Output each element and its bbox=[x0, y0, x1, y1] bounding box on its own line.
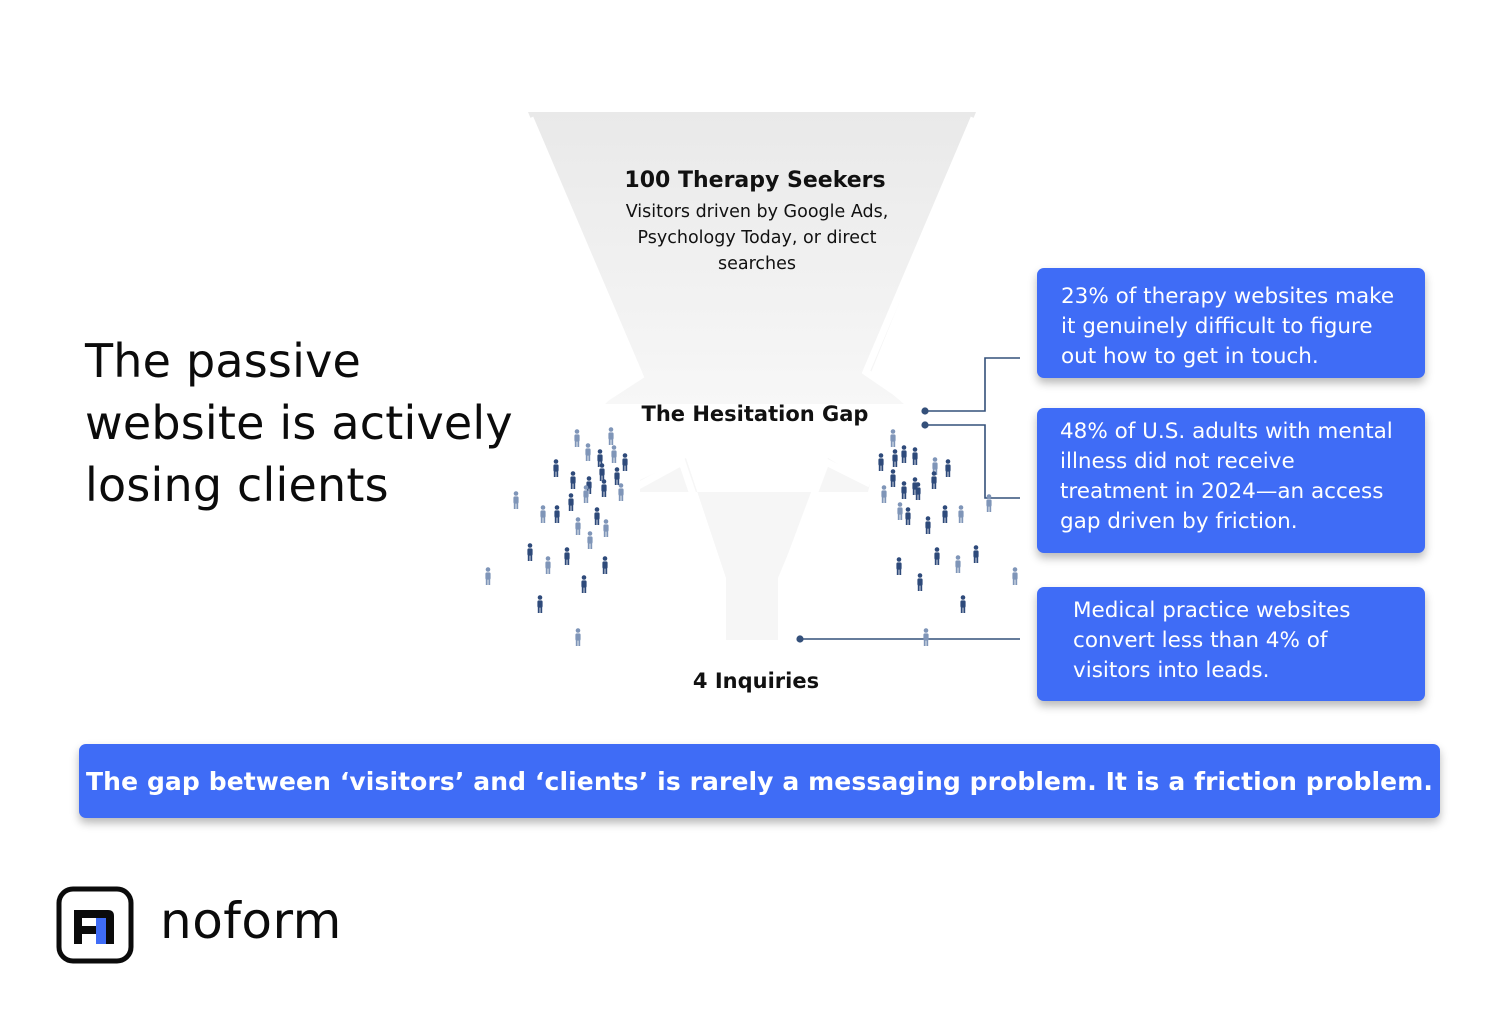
person-icon bbox=[601, 479, 607, 497]
person-icon bbox=[917, 573, 923, 591]
person-icon bbox=[485, 567, 491, 585]
person-icon bbox=[955, 555, 961, 573]
person-icon bbox=[960, 595, 966, 613]
person-icon bbox=[545, 556, 551, 574]
person-icon bbox=[622, 453, 628, 471]
person-icon bbox=[570, 471, 576, 489]
stat-card-conversion-rate: Medical practice websites convert less t… bbox=[1037, 587, 1425, 701]
person-icon bbox=[575, 628, 581, 646]
person-icon bbox=[608, 427, 614, 445]
funnel-spout bbox=[640, 458, 870, 640]
brand-wordmark: noform bbox=[160, 892, 342, 950]
person-icon bbox=[585, 443, 591, 461]
person-icon bbox=[602, 556, 608, 574]
person-icon bbox=[942, 505, 948, 523]
person-icon bbox=[901, 481, 907, 499]
funnel-bottom-title: 4 Inquiries bbox=[692, 669, 820, 693]
stat-card-untreated-adults: 48% of U.S. adults with mental illness d… bbox=[1037, 408, 1425, 553]
person-icon bbox=[564, 547, 570, 565]
funnel-body bbox=[528, 112, 976, 404]
callout-connectors bbox=[800, 357, 1020, 640]
person-icon bbox=[890, 469, 896, 487]
stat-card-contact-difficulty: 23% of therapy websites make it genuinel… bbox=[1037, 268, 1425, 378]
person-icon bbox=[611, 445, 617, 463]
person-icon bbox=[945, 459, 951, 477]
person-icon bbox=[581, 575, 587, 593]
person-icon bbox=[973, 545, 979, 563]
person-icon bbox=[986, 494, 992, 512]
person-icon bbox=[599, 463, 605, 481]
person-icon bbox=[892, 449, 898, 467]
person-icon bbox=[614, 467, 620, 485]
person-icon bbox=[1012, 567, 1018, 585]
noform-logo-icon bbox=[56, 886, 134, 964]
funnel-diagram bbox=[485, 112, 1020, 646]
funnel-outline bbox=[526, 116, 978, 640]
person-icon bbox=[603, 519, 609, 537]
person-icon bbox=[574, 429, 580, 447]
person-icon bbox=[575, 517, 581, 535]
person-icon bbox=[554, 505, 560, 523]
people-right bbox=[878, 429, 1018, 646]
person-icon bbox=[925, 516, 931, 534]
headline: The passive website is actively losing c… bbox=[85, 334, 513, 512]
person-icon bbox=[587, 531, 593, 549]
person-icon bbox=[540, 505, 546, 523]
connector-dot bbox=[921, 421, 929, 429]
person-icon bbox=[890, 429, 896, 447]
person-icon bbox=[553, 459, 559, 477]
person-icon bbox=[527, 543, 533, 561]
friction-banner: The gap between ‘visitors’ and ‘clients’… bbox=[79, 744, 1440, 818]
person-icon bbox=[896, 557, 902, 575]
person-icon bbox=[915, 482, 921, 500]
person-icon bbox=[905, 507, 911, 525]
person-icon bbox=[958, 505, 964, 523]
person-icon bbox=[878, 453, 884, 471]
person-icon bbox=[537, 595, 543, 613]
person-icon bbox=[583, 485, 589, 503]
person-icon bbox=[931, 471, 937, 489]
person-icon bbox=[881, 485, 887, 503]
person-icon bbox=[901, 445, 907, 463]
connector-dot bbox=[921, 407, 929, 415]
person-icon bbox=[594, 507, 600, 525]
person-icon bbox=[934, 547, 940, 565]
connector-dot bbox=[796, 635, 804, 643]
person-icon bbox=[618, 483, 624, 501]
person-icon bbox=[897, 502, 903, 520]
person-icon bbox=[513, 491, 519, 509]
funnel-top-title: 100 Therapy Seekers bbox=[624, 168, 886, 193]
person-icon bbox=[923, 628, 929, 646]
people-left bbox=[485, 427, 628, 646]
person-icon bbox=[912, 447, 918, 465]
connector-dots bbox=[796, 407, 929, 643]
funnel-top-subtitle: Visitors driven by Google Ads, Psycholog… bbox=[625, 202, 889, 274]
person-icon bbox=[568, 493, 574, 511]
hesitation-gap-label: The Hesitation Gap bbox=[641, 402, 869, 426]
